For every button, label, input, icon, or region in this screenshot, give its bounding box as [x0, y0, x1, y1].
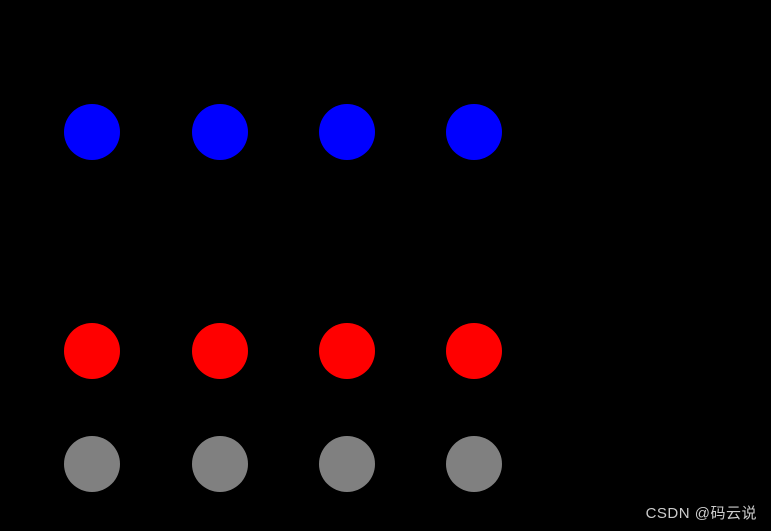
- gray-row-dot-1: [64, 436, 120, 492]
- blue-row-dot-3: [319, 104, 375, 160]
- gray-row-dot-4: [446, 436, 502, 492]
- gray-row-dot-2: [192, 436, 248, 492]
- gray-row-dot-3: [319, 436, 375, 492]
- red-row-dot-2: [192, 323, 248, 379]
- red-row-dot-4: [446, 323, 502, 379]
- red-row-dot-3: [319, 323, 375, 379]
- watermark-text: CSDN @码云说: [645, 505, 757, 522]
- blue-row-dot-4: [446, 104, 502, 160]
- blue-row-dot-2: [192, 104, 248, 160]
- red-row-dot-1: [64, 323, 120, 379]
- blue-row-dot-1: [64, 104, 120, 160]
